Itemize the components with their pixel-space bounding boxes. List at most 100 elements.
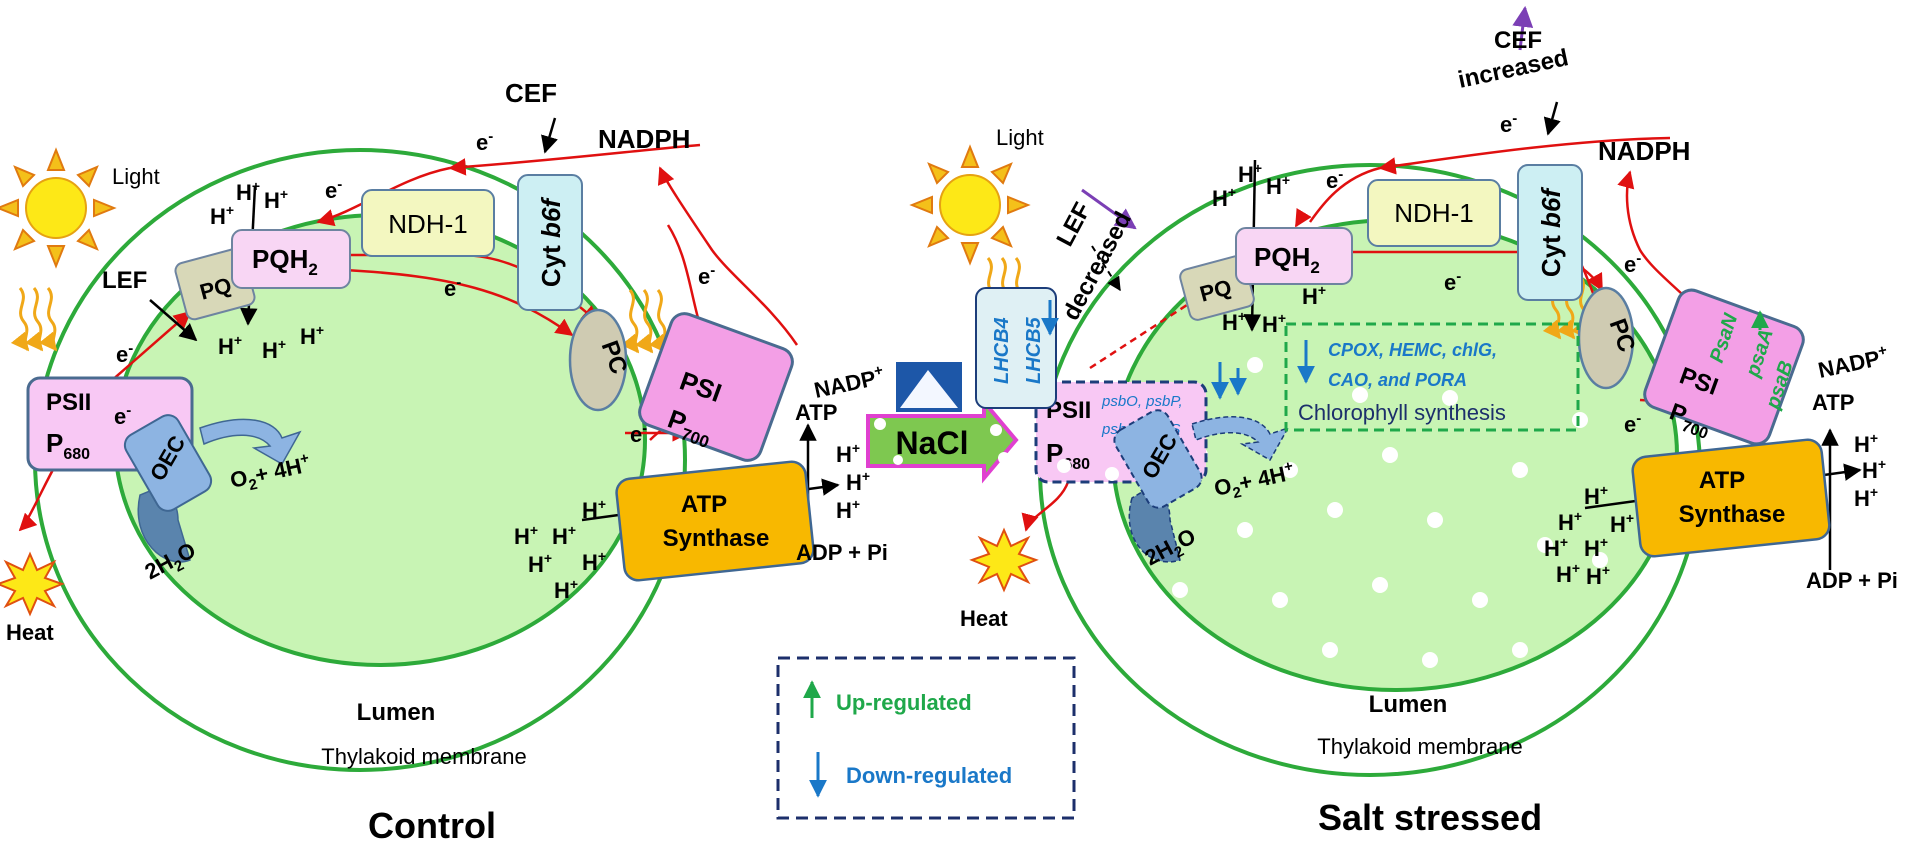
control-proton-label: H+ [300, 322, 324, 349]
salt-proton-label: H+ [1610, 510, 1634, 537]
control-oec-box [123, 414, 213, 512]
salt-atp-label: ATP [1812, 390, 1854, 415]
salt-e-label: e- [1624, 250, 1641, 277]
nacl-treatment: NaCl [866, 362, 1019, 484]
salt-proton-label: H+ [1584, 534, 1608, 561]
salt-proton-label: H+ [1544, 534, 1568, 561]
salt-lhcb5-label: LHCB5 [1023, 316, 1045, 384]
control-proton-label: H+ [210, 202, 234, 229]
legend: Up-regulated Down-regulated [776, 656, 1076, 820]
control-o2-arrow [199, 418, 302, 466]
nacl-label: NaCl [896, 425, 969, 461]
control-cytb6f-label: Cyt b6f [536, 197, 566, 287]
salt-proton-label: H+ [1854, 484, 1878, 511]
salt-proton-label: H+ [1584, 482, 1608, 509]
legend-down-label: Down-regulated [846, 763, 1012, 788]
control-title: Control [368, 805, 496, 845]
control-atp-synthase-label-2: Synthase [663, 525, 770, 552]
salt-proton-label: H+ [1586, 562, 1610, 589]
control-heat-label: Heat [6, 620, 54, 645]
salt-chlorophyll-genes-2: CAO, and PORA [1328, 370, 1467, 390]
control-proton-label: H+ [218, 332, 242, 359]
control-proton-label: H+ [554, 576, 578, 603]
salt-e-label: e- [1624, 410, 1641, 437]
legend-box [776, 656, 1076, 820]
salt-proton-label: H+ [1558, 508, 1582, 535]
control-pc-ellipse [568, 308, 628, 412]
control-proton-label: H+ [528, 550, 552, 577]
salt-lumen-label: Lumen [1369, 691, 1448, 718]
control-heat-burst-icon [0, 553, 63, 615]
salt-cytb6f-label: Cyt b6f [1536, 187, 1566, 277]
salt-proton-label: H+ [1302, 282, 1326, 309]
control-psi-box [638, 312, 794, 462]
salt-proton-label: H+ [1262, 310, 1286, 337]
salt-oec-box [1113, 409, 1203, 509]
salt-nadp-label: NADP+ [1815, 342, 1890, 383]
control-e-label: e- [444, 274, 461, 301]
salt-proton-label: H+ [1222, 308, 1246, 335]
salt-lhcb-box [975, 287, 1057, 409]
salt-pqh2-label: PQH2 [1254, 242, 1320, 277]
salt-sun-icon [911, 146, 1029, 264]
control-nadph-label: NADPH [598, 124, 690, 154]
salt-membrane-label: Thylakoid membrane [1317, 734, 1522, 759]
control-ndh1-box [361, 189, 495, 257]
control-e-label: e- [630, 420, 647, 447]
salt-light-label: Light [996, 125, 1044, 150]
salt-proton-label: H+ [1862, 456, 1886, 483]
control-e-label: e- [698, 262, 715, 289]
control-lef-label: LEF [102, 267, 147, 294]
salt-proton-label: H+ [1266, 172, 1290, 199]
salt-e-label: e- [1326, 166, 1343, 193]
salt-atp-synthase-label-2: Synthase [1679, 501, 1786, 528]
control-proton-label: H+ [552, 522, 576, 549]
salt-heat-label: Heat [960, 606, 1008, 631]
control-proton-label: H+ [582, 548, 606, 575]
salt-ndh1-label: NDH-1 [1394, 198, 1473, 228]
salt-lef-label: LEF [1051, 198, 1096, 251]
control-p680-label: P680 [46, 428, 90, 463]
salt-proton-label: H+ [1238, 160, 1262, 187]
salt-title: Salt stressed [1318, 797, 1542, 838]
salt-atp-synthase-box [1631, 438, 1831, 558]
control-e-label: e- [325, 176, 342, 203]
salt-lhcb4-label: LHCB4 [991, 317, 1013, 384]
legend-up-label: Up-regulated [836, 690, 972, 715]
salt-proton-label: H+ [1212, 184, 1236, 211]
salt-heat-burst-icon [971, 529, 1037, 591]
control-adp-label: ADP + Pi [796, 540, 888, 565]
control-e-label: e- [476, 128, 493, 155]
control-cef-label: CEF [505, 78, 557, 108]
control-ndh1-label: NDH-1 [388, 209, 467, 239]
salt-psb-genes-1: psbO, psbP, [1101, 393, 1183, 410]
control-atp-label: ATP [795, 400, 837, 425]
salt-adp-label: ADP + Pi [1806, 568, 1898, 593]
control-proton-label: H+ [514, 522, 538, 549]
control-pqh2-box [231, 229, 351, 289]
salt-cytb6f-box [1517, 164, 1583, 301]
control-cytb6f-box [517, 174, 583, 311]
salt-e-label: e- [1500, 110, 1517, 137]
control-pqh2-label: PQH2 [252, 244, 318, 279]
salt-e-label: e- [1444, 268, 1461, 295]
control-e-label: e- [116, 340, 133, 367]
control-e-label: e- [114, 402, 131, 429]
salt-psi-box [1643, 288, 1805, 446]
control-proton-label: H+ [264, 186, 288, 213]
control-proton-label: H+ [236, 178, 260, 205]
control-proton-label: H+ [836, 496, 860, 523]
salt-ndh1-box [1367, 179, 1501, 247]
control-proton-label: H+ [582, 496, 606, 523]
control-membrane-label: Thylakoid membrane [321, 744, 526, 769]
salt-chlorophyll-genes-1: CPOX, HEMC, chlG, [1328, 340, 1497, 360]
control-atp-synthase-box [615, 460, 815, 582]
salt-proton-label: H+ [1854, 430, 1878, 457]
salt-atp-synthase-label-1: ATP [1699, 467, 1745, 494]
salt-panel: Light NDH-1 Cyt b6f PQ [911, 5, 1898, 838]
control-sun-icon [0, 149, 115, 267]
control-panel: Light NDH-1 Cyt b6f PQ [0, 78, 888, 845]
control-light-label: Light [112, 164, 160, 189]
